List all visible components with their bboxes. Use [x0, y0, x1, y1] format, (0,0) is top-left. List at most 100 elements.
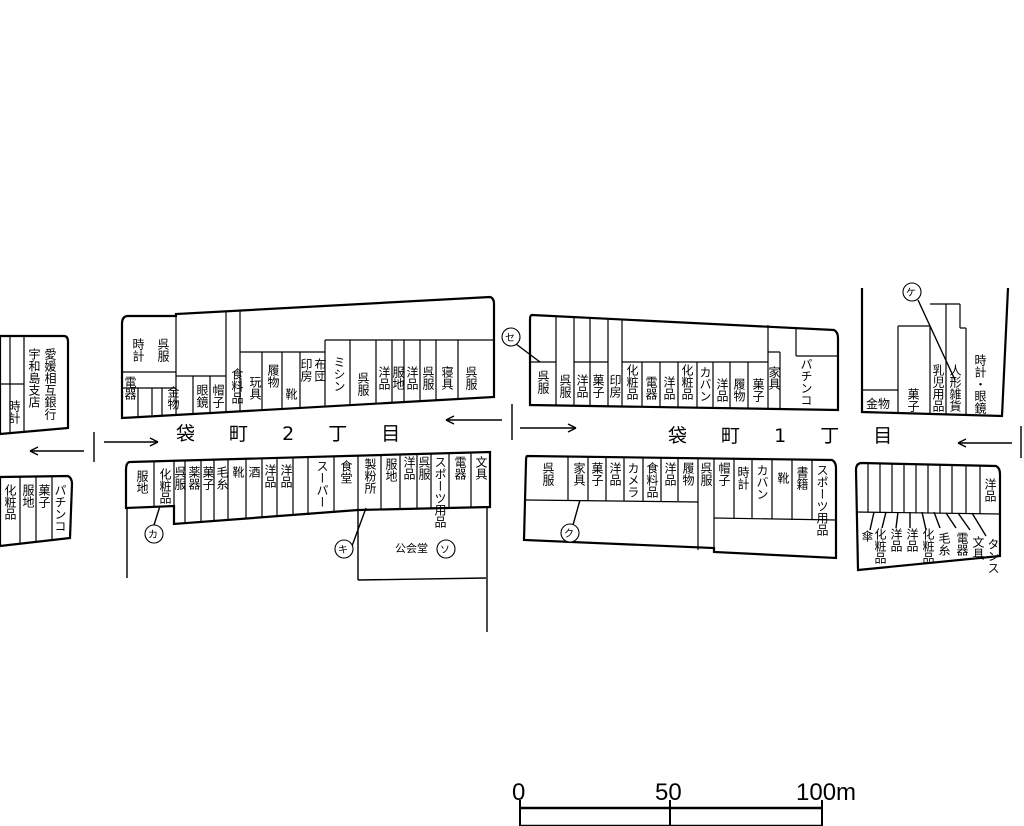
shop-label: 寝具: [440, 365, 454, 390]
shop-label: 呉服: [421, 366, 435, 391]
shop-label: 洋品: [405, 365, 419, 390]
shop-label: 文具: [474, 455, 488, 480]
shop-label: 洋品: [575, 373, 589, 398]
shop-label: 金物: [866, 396, 890, 411]
shop-label: 洋品: [263, 463, 277, 488]
shop-label: 化粧品: [873, 528, 887, 564]
block-1-south: 呉服 家具 菓子 洋品 カメラ 食料品 洋品 履物 呉服 帽子 時計 カバン 靴…: [522, 454, 838, 560]
public-hall-label: 公会堂: [395, 542, 428, 555]
marker-se: セ: [501, 327, 541, 363]
svg-text:ク: ク: [564, 528, 574, 540]
shop-label: 靴: [776, 472, 790, 485]
shop-label: スーパー: [315, 460, 329, 508]
shop-label: カバン: [755, 464, 769, 500]
shop-label: 食料品: [230, 367, 244, 404]
shop-label: 呉服: [541, 462, 555, 487]
shop-label: 電器: [644, 376, 658, 401]
shop-label: 眼鏡: [195, 384, 209, 409]
svg-text:キ: キ: [338, 545, 348, 556]
shop-label: 電器: [955, 532, 969, 557]
shop-label: 靴: [231, 466, 245, 479]
shop-label: パチンコ: [799, 358, 813, 406]
shop-label: 菓子: [906, 388, 920, 412]
shop-label: 化粧品: [3, 484, 17, 520]
shop-label: ミシン: [332, 356, 346, 392]
shop-label: 洋品: [905, 527, 919, 552]
shop-label: 化粧品: [625, 364, 639, 400]
shop-label: カバン: [698, 366, 712, 402]
shop-label: 食料品: [645, 461, 659, 498]
shop-label: 履物: [266, 364, 280, 388]
marker-ki: キ: [334, 539, 354, 559]
shop-label: 洋品: [377, 365, 391, 390]
shop-label: 洋品: [715, 377, 729, 402]
block-2-rear-lot: 公会堂: [126, 507, 488, 632]
shop-label: 呉服: [173, 466, 187, 491]
shop-label: 靴: [284, 388, 298, 401]
shop-label: 呉服: [558, 374, 572, 399]
shop-label: 玩具: [248, 376, 262, 400]
shop-label: 傘: [860, 530, 874, 543]
shop-label: 洋品: [983, 477, 997, 502]
shop-label: 愛媛相互銀行: [43, 348, 57, 420]
shop-label: 文具: [971, 535, 985, 560]
shop-label: 書籍: [795, 466, 809, 491]
shop-label: 金物: [166, 385, 180, 410]
shop-label: カメラ: [626, 462, 640, 498]
shop-label: 菓子: [751, 378, 765, 402]
shop-label: 菓子: [590, 462, 604, 486]
right-north-block: 金物 菓子 乳児用品 人形雑貨 時計・眼鏡: [860, 287, 1010, 418]
shop-label: 服地: [135, 470, 149, 494]
svg-text:ケ: ケ: [906, 287, 916, 299]
shop-label: 印房: [608, 374, 622, 398]
street-name-2chome: 袋 町 2 丁 目: [176, 423, 414, 445]
shop-label: 人形雑貨: [948, 364, 962, 413]
shop-label: 布団: [313, 358, 327, 383]
scale-label-50: 50: [655, 779, 682, 806]
shop-label: 宇和島支店: [27, 348, 41, 408]
street-row: 袋 町 2 丁 目 袋 町 1 丁 目: [29, 404, 1022, 462]
shop-label: 毛糸: [215, 466, 229, 490]
shop-label: 洋品: [663, 461, 677, 486]
shop-label: 帽子: [211, 383, 225, 408]
shop-label: パチンコ: [53, 484, 67, 532]
shop-label: 洋品: [889, 527, 903, 552]
far-left-south-block: 化粧品 服地 菓子 パチンコ: [0, 474, 74, 548]
shop-label: 化粧品: [158, 468, 172, 504]
shop-label: 洋品: [402, 455, 416, 480]
far-left-north-block: 時計 宇和島支店 愛媛相互銀行: [0, 334, 70, 436]
marker-ka: カ: [144, 505, 164, 544]
shop-label: 呉服: [536, 370, 550, 395]
shop-label: 呉服: [417, 456, 431, 481]
shop-label: 製粉所: [363, 458, 377, 494]
shop-label: スポーツ用品: [433, 456, 447, 528]
marker-ke: ケ: [902, 282, 922, 302]
shop-label: 時計: [131, 338, 145, 362]
shop-label: 時計: [7, 400, 21, 424]
shop-label: 履物: [732, 378, 746, 402]
shop-label: 電器: [123, 376, 137, 401]
shop-label: 化粧品: [921, 528, 935, 564]
shop-label: 呉服: [356, 372, 370, 397]
shop-label: 家具: [572, 461, 586, 486]
shop-label: 印房: [299, 358, 313, 382]
marker-so: ソ: [436, 539, 456, 559]
shop-label: 履物: [681, 462, 695, 486]
block-2-north: 電器 時計 呉服 金物 眼鏡 帽子 食料品 玩具 履物 靴 印房 布団 ミシン …: [120, 295, 496, 420]
shop-label: 帽子: [717, 461, 731, 486]
shop-label: 菓子: [591, 374, 605, 398]
svg-text:セ: セ: [505, 332, 515, 344]
shop-label: 呉服: [699, 462, 713, 487]
shop-label: 酒: [247, 466, 261, 478]
shop-label: スポーツ用品: [815, 464, 829, 536]
svg-text:カ: カ: [148, 529, 158, 541]
shop-label: タンス: [986, 538, 1000, 574]
shop-label: 家具: [767, 365, 781, 390]
shop-label: 洋品: [608, 461, 622, 486]
shop-label: 毛糸: [937, 532, 951, 556]
street-name-1chome: 袋 町 1 丁 目: [668, 425, 906, 447]
shop-label: 時計・眼鏡: [973, 354, 987, 415]
block-1-north: 呉服 呉服 洋品 菓子 印房 化粧品 電器 洋品 化粧品 カバン 洋品 履物 菓…: [528, 313, 840, 412]
shop-label: 菓子: [37, 484, 51, 508]
